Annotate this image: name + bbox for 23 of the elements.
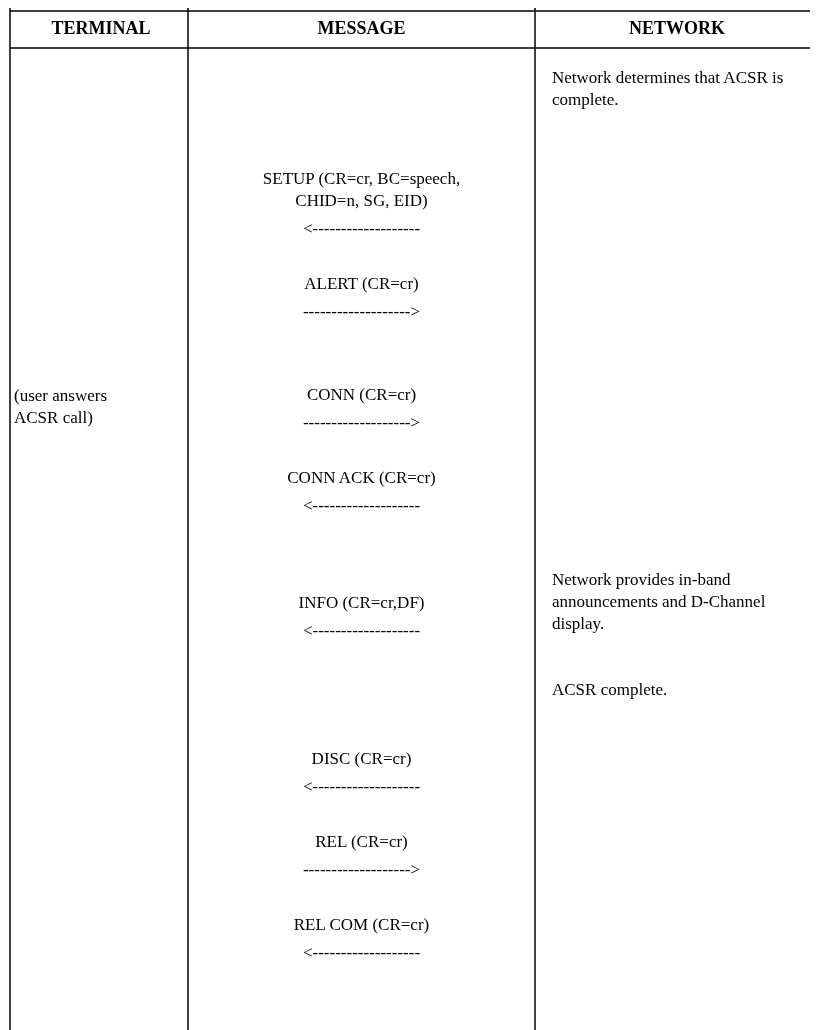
text-arrow: <------------------- — [301, 495, 422, 517]
message-name: SETUP (CR=cr, BC=speech, CHID=n, SG, EID) — [261, 168, 462, 212]
text-arrow: -------------------> — [301, 301, 422, 323]
message-name: DISC (CR=cr) — [310, 748, 413, 770]
note-text: Network provides in-band announcements and D-Channel display. — [552, 569, 767, 635]
message-name: CONN (CR=cr) — [305, 384, 418, 406]
text-arrow: <------------------- — [301, 942, 422, 964]
text-arrow: <------------------- — [301, 776, 422, 798]
column-header: MESSAGE — [316, 17, 407, 39]
text-arrow: <------------------- — [301, 620, 422, 642]
text-arrow: <------------------- — [301, 218, 422, 240]
column-header: NETWORK — [628, 17, 726, 39]
column-header: TERMINAL — [50, 17, 152, 39]
message-name: ALERT (CR=cr) — [303, 273, 420, 295]
note-text: (user answers ACSR call) — [14, 385, 108, 429]
text-arrow: -------------------> — [301, 412, 422, 434]
message-name: CONN ACK (CR=cr) — [286, 467, 437, 489]
message-name: INFO (CR=cr,DF) — [297, 592, 426, 614]
text-arrow: -------------------> — [301, 859, 422, 881]
message-name: REL COM (CR=cr) — [292, 914, 431, 936]
note-text: Network determines that ACSR is complete. — [552, 67, 785, 111]
message-name: REL (CR=cr) — [314, 831, 409, 853]
note-text: ACSR complete. — [552, 679, 669, 701]
